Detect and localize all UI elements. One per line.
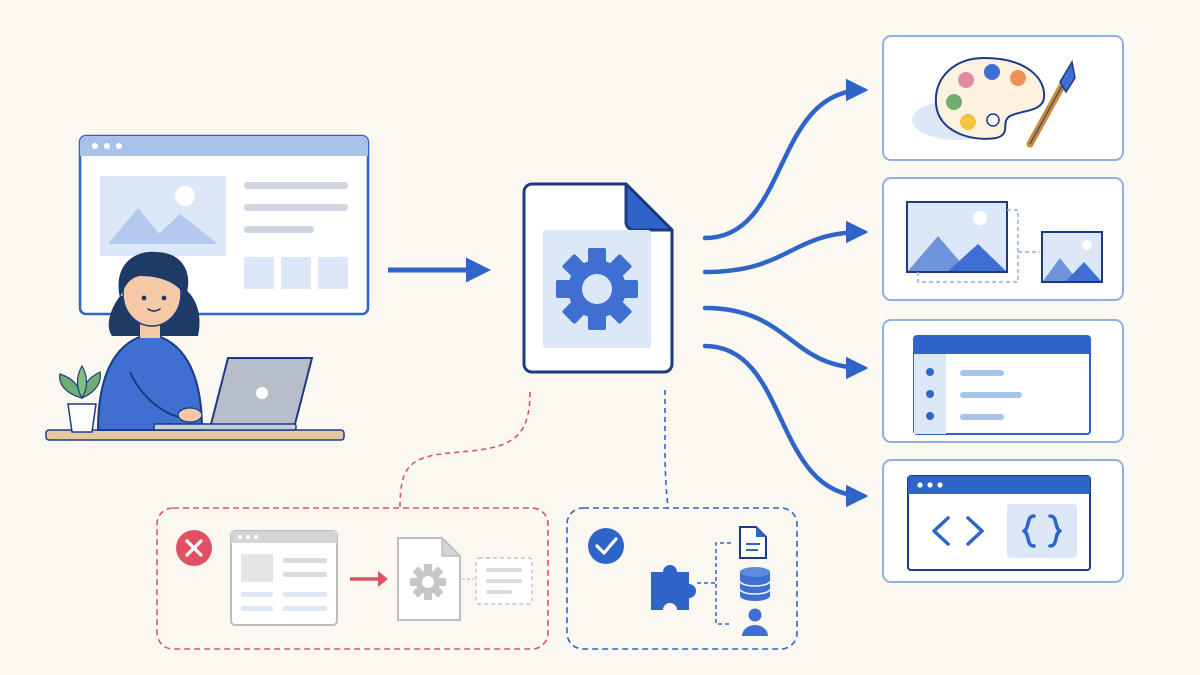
- connector-images: [702, 220, 869, 275]
- file-icon: [739, 526, 767, 559]
- palette-icon: [934, 56, 1046, 140]
- dashed-output-placeholder: [475, 557, 533, 605]
- curly-braces-icon: [1022, 514, 1062, 548]
- output-card-code: [882, 459, 1124, 583]
- image-placeholder-icon: [100, 176, 226, 256]
- angle-brackets-icon: [932, 516, 984, 546]
- user-icon: [742, 608, 768, 636]
- code-window-icon: [907, 475, 1091, 571]
- output-card-app-window: [882, 319, 1124, 443]
- laptop-icon: [153, 357, 314, 431]
- grey-config-file-icon: [397, 536, 462, 621]
- output-connectors: [702, 78, 869, 508]
- invalid-path-box: [156, 507, 549, 650]
- valid-path-box: [566, 507, 798, 650]
- app-window-sidebar-icon: [913, 335, 1091, 435]
- invalid-link: [399, 391, 531, 509]
- hair: [118, 251, 189, 298]
- check-icon: [588, 528, 624, 564]
- person-with-laptop: [45, 251, 345, 441]
- valid-link: [664, 390, 669, 509]
- gear-icon: [556, 248, 638, 330]
- connector-palette: [702, 78, 869, 241]
- error-x-icon: [176, 530, 212, 566]
- database-icon: [739, 567, 771, 601]
- large-image-icon: [906, 201, 1008, 273]
- small-image-icon: [1041, 231, 1103, 283]
- brush-icon: [1026, 59, 1076, 148]
- puzzle-piece-icon: [651, 565, 696, 610]
- output-card-images: [882, 177, 1124, 301]
- connector-app-window: [702, 305, 869, 380]
- grey-webpage-icon: [230, 530, 338, 626]
- config-file-gear-icon: [522, 182, 674, 374]
- plant-icon: [59, 364, 101, 433]
- connector-code: [702, 343, 869, 508]
- output-card-palette: [882, 35, 1124, 161]
